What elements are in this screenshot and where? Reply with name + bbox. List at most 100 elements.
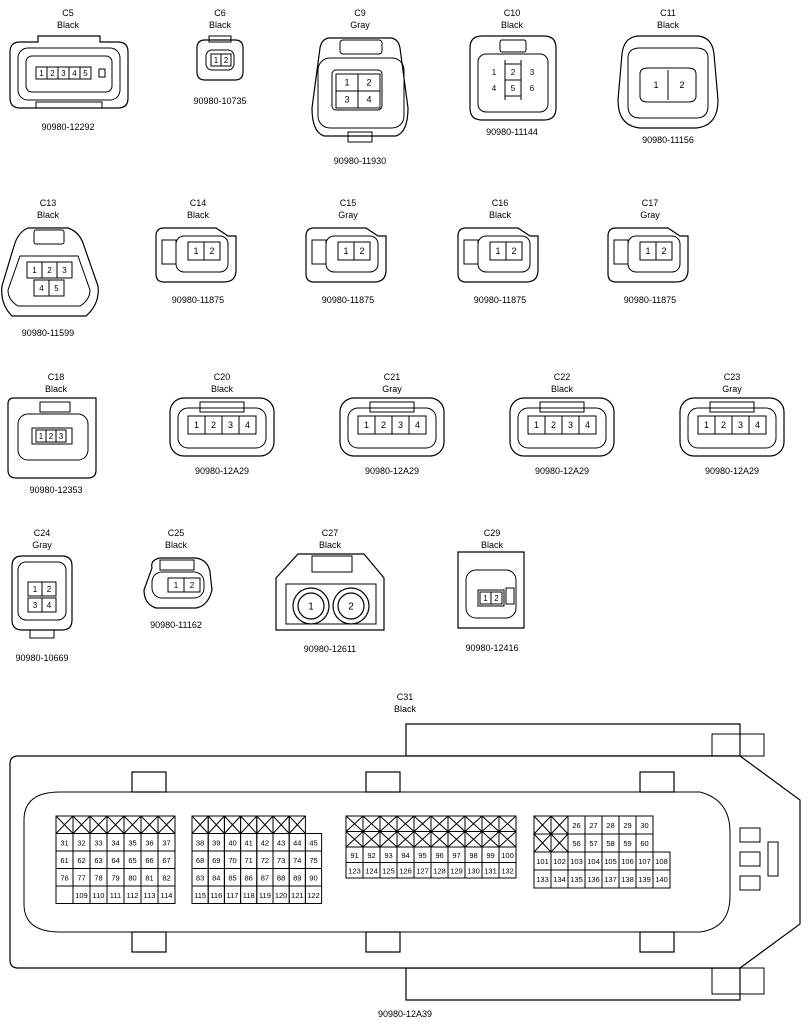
pin-cell [48,279,65,297]
pin-cell [353,241,371,261]
c31-pin-number: 68 [196,856,204,865]
latch [709,401,755,413]
cross-line [106,815,125,834]
pin-number: 4 [366,95,371,105]
c31-pin-number: 115 [194,891,206,900]
c31-pin-number: 62 [77,856,85,865]
cross-line [345,831,364,848]
c31-pin-number: 121 [291,891,304,900]
pin-number: 2 [49,432,54,441]
c31-pin-number: 100 [501,851,514,860]
connector-outline [465,569,517,619]
c31-pin-number: 96 [435,851,443,860]
pin-cell [408,415,427,435]
c31-pin-number: 30 [640,821,648,830]
cross-line [430,815,449,832]
c31-pin-number: 129 [450,866,463,875]
connector-outline [405,967,741,1001]
c31-pin-number: 119 [259,891,271,900]
c31-pin-number: 101 [536,857,549,866]
pin-number: 5 [54,284,59,293]
pin-cell [490,591,503,605]
pin-socket [337,592,365,620]
c31-pin-number: 93 [384,851,392,860]
connector-outline [17,561,67,621]
cross-line [464,831,483,848]
cross-line [396,831,415,848]
connector-id: C29 [483,528,501,538]
c31-pin-number: 70 [228,856,236,865]
connector-outline [477,235,531,273]
c31-pin-number: 125 [382,866,395,875]
c31-pin-number: 75 [309,856,317,865]
c31-pin-number: 117 [227,891,239,900]
pin-number: 5 [83,69,88,78]
connector-outline [151,571,205,599]
c31-pin-number: 39 [212,838,220,847]
c31-cell [157,885,176,904]
key-slot [767,841,779,877]
c31-pin-number: 41 [245,838,253,847]
pin-cell [655,241,673,261]
pin-number: 3 [33,601,38,610]
c31-pin-number: 87 [261,873,269,882]
pin-number: 2 [47,266,52,275]
key-slot [739,851,761,867]
connector-outline [711,967,765,995]
cross-line [413,831,432,848]
connector-color: Black [318,540,342,550]
cross-line [72,815,91,834]
connector-outline [275,553,385,631]
pin-number: 4 [39,284,44,293]
c31-pin-number: 103 [570,857,583,866]
connector-id: C18 [47,372,65,382]
c31-pin-number: 133 [536,875,549,884]
c31-pin-number: 105 [604,857,617,866]
c31-pin-number: 33 [94,838,102,847]
pin-number: 3 [398,420,403,430]
pin-number: 1 [343,246,348,256]
c31-pin-number: 95 [418,851,426,860]
connector-part-number: 90980-12611 [303,644,357,654]
c31-pin-number: 110 [93,891,105,900]
c31-pin-number: 120 [275,891,288,900]
connector-outline [687,407,777,449]
pin-number: 4 [755,420,760,430]
pin-cell [41,597,57,613]
c31-pin-number: 134 [553,875,566,884]
pin-number: 2 [211,420,216,430]
connector-id: C27 [321,528,339,538]
cross-line [498,831,517,848]
c31-pin-number: 126 [399,866,412,875]
c31-pin-number: 31 [60,838,68,847]
connector-part-number: 90980-12A29 [194,466,250,476]
c31-pin-number: 44 [293,838,301,847]
pin-number: 6 [530,84,535,93]
c31-pin-number: 99 [486,851,494,860]
cross-line [379,831,398,848]
c31-pin-number: 27 [589,821,597,830]
pin-number: 3 [62,266,67,275]
c31-pin-number: 43 [277,838,285,847]
c31-pin-number: 109 [75,891,88,900]
connector-part-number: 90980-11875 [473,295,527,305]
c31-pin-number: 112 [127,891,139,900]
c31-pin-number: 124 [365,866,378,875]
c31-pin-number: 77 [77,873,85,882]
cross-line [447,815,466,832]
c31-pin-number: 65 [128,856,136,865]
connector-color: Gray [722,384,742,394]
cross-line [396,815,415,832]
connector-outline [347,407,437,449]
c31-pin-number: 57 [589,839,597,848]
c31-pin-number: 113 [144,891,156,900]
connector-outline [477,53,549,113]
c31-pin-number: 123 [348,866,361,875]
pin-number: 2 [494,594,499,603]
pin-number: 4 [245,420,250,430]
c31-pin-number: 111 [110,891,121,900]
connector-part-number: 90980-12292 [41,122,95,132]
cross-line [256,815,274,834]
cross-line [447,831,466,848]
connector-outline [627,47,709,119]
